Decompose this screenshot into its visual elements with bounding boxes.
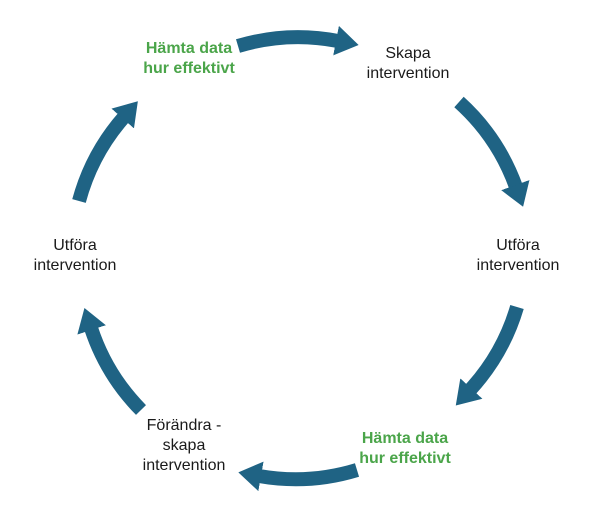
node-label-line: Utföra bbox=[53, 237, 97, 254]
node-label-line: intervention bbox=[366, 65, 450, 82]
node-label-line: Skapa bbox=[385, 45, 431, 62]
node-label-line: skapa bbox=[162, 437, 206, 454]
node-label-line: intervention bbox=[142, 457, 226, 474]
node-hamta-data-bottom: Hämta data hur effektivt bbox=[359, 429, 451, 469]
node-label-line: Hämta data bbox=[145, 40, 233, 57]
node-utfora-intervention-right: Utföra intervention bbox=[477, 236, 560, 276]
node-hamta-data-top: Hämta data hur effektivt bbox=[143, 39, 235, 79]
node-label-line: intervention bbox=[476, 257, 560, 274]
node-forandra-skapa-intervention: Förändra - skapa intervention bbox=[143, 416, 226, 476]
arrow-lower-left-icon bbox=[77, 308, 147, 415]
node-label-line: hur effektivt bbox=[359, 450, 451, 467]
node-label-line: Utföra bbox=[496, 237, 540, 254]
arrow-top-icon bbox=[235, 25, 359, 56]
arrow-upper-right-icon bbox=[454, 96, 530, 207]
node-label-line: hur effektivt bbox=[143, 60, 235, 77]
node-label-line: Förändra - bbox=[146, 417, 222, 434]
node-utfora-intervention-left: Utföra intervention bbox=[34, 236, 117, 276]
arrow-lower-right-icon bbox=[455, 304, 524, 406]
node-skapa-intervention: Skapa intervention bbox=[367, 44, 450, 84]
arrow-upper-left-icon bbox=[72, 101, 138, 203]
arrow-bottom-icon bbox=[238, 461, 360, 492]
node-label-line: intervention bbox=[33, 257, 117, 274]
node-label-line: Hämta data bbox=[361, 430, 449, 447]
